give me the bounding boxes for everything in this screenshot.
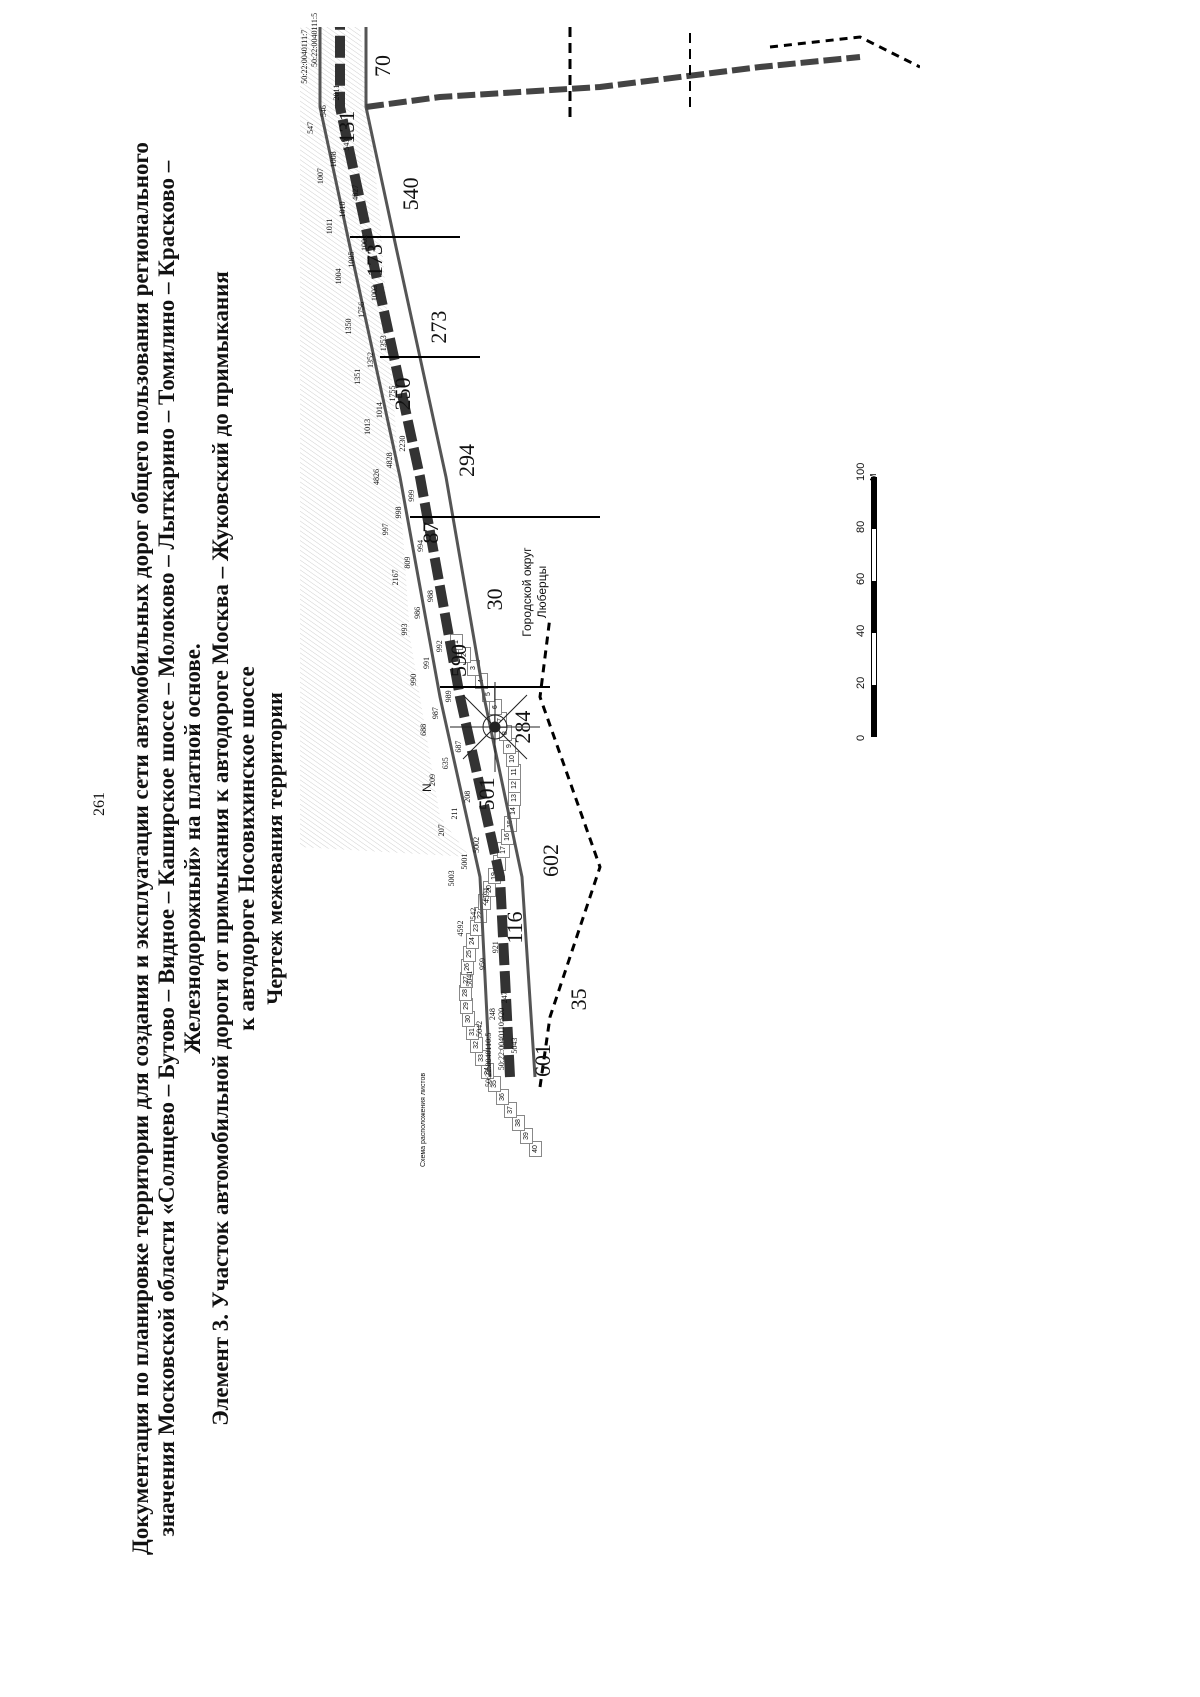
heading-line-3: Железнодорожный» на платной основе.: [180, 643, 205, 1054]
parcel-sub-number: 2167: [390, 569, 400, 586]
parcel-sub-number: 1008: [328, 151, 338, 168]
boundary-line: [538, 616, 602, 1088]
north-label: N: [420, 783, 434, 792]
parcel-number: 70: [370, 55, 395, 77]
parcel-sub-number: 4592: [455, 920, 465, 937]
parcel-sub-number: 1003: [369, 285, 379, 302]
scale-label: 40: [855, 624, 867, 637]
heading-line-4: Элемент 3. Участок автомобильной дороги …: [208, 271, 233, 1426]
parcel-sub-number: 1007: [315, 168, 325, 185]
parcel-sub-number: 998: [394, 506, 404, 519]
parcel-sub-number: 50:22:0040111:5: [310, 12, 319, 67]
parcel-sub-number: 50:22:0040111:7: [300, 29, 309, 84]
parcel-sub-number: 50:22:0040110:920: [496, 1007, 506, 1071]
heading-line-5: к автодороге Носовихинское шоссе: [234, 666, 259, 1031]
scale-bar-graphic: [871, 477, 877, 737]
parcel-sub-number: 993: [399, 623, 409, 636]
parcel-sub-number: 986: [412, 606, 422, 619]
scale-label: 0: [855, 734, 867, 741]
parcel-number: 35: [566, 988, 591, 1011]
parcel-sub-number: 4828: [384, 452, 394, 469]
parcel-sub-number: 1014: [375, 402, 385, 419]
parcel-sub-number: 4591: [481, 887, 491, 904]
parcel-number: 601: [530, 1044, 555, 1077]
parcel-sub-number: 990: [409, 673, 419, 686]
element-heading: Элемент 3. Участок автомобильной дороги …: [208, 0, 260, 1697]
hatched-area: [300, 27, 470, 857]
parcel-sub-number: 211: [450, 807, 460, 820]
parcel-number: 30: [482, 588, 507, 611]
survey-map: [300, 27, 920, 1088]
parcel-sub-number: 1352: [366, 351, 376, 368]
parcel-sub-number: 546: [319, 105, 329, 118]
parcel-sub-number: 542: [468, 907, 478, 920]
parcel-sub-number: 959: [478, 957, 488, 970]
boundary-line-2: [769, 35, 920, 69]
parcel-sub-number: 1756: [356, 301, 366, 318]
scale-label: 80: [855, 520, 867, 533]
parcel-sub-number: 1755: [388, 385, 398, 402]
parcel-sub-number: 999: [406, 489, 416, 502]
parcel-sub-number: 248: [487, 1008, 497, 1021]
parcel-sub-number: 921: [491, 941, 501, 954]
parcel-sub-number: 1004: [334, 268, 344, 285]
parcel-sub-number: 1011: [325, 218, 335, 235]
parcel-number: 294: [454, 444, 479, 477]
parcel-sub-number: 5002: [472, 836, 482, 853]
parcel-sub-number: 5043: [509, 1037, 519, 1054]
parcel-sub-number: 1350: [343, 318, 353, 335]
scale-label: 60: [855, 572, 867, 585]
compass-rose-icon: [450, 682, 540, 772]
branch-road: [365, 54, 861, 110]
parcel-sub-number: 5042: [474, 1020, 484, 1037]
road-corridor: [335, 27, 515, 1078]
parcel-sub-number: 1005: [347, 251, 357, 268]
parcel-number: 501: [474, 777, 499, 811]
parcel-sub-number: 988: [425, 590, 435, 603]
district-label: Городской округ Люберцы: [520, 547, 549, 637]
parcel-sub-number: 987: [431, 707, 441, 720]
parcel-sub-number: 207: [437, 824, 447, 837]
parcel-sub-number: 992: [435, 640, 445, 653]
parcel-sub-number: 543: [341, 138, 351, 151]
parcel-number: 116: [502, 911, 527, 944]
scale-label: 20: [855, 676, 867, 689]
parcel-sub-number: 247: [500, 991, 510, 1004]
heading-line-2: значения Московской области «Солнцево – …: [154, 160, 179, 1537]
parcel-sub-number: 1002: [360, 234, 370, 251]
drawing-title: Чертеж межевания территории: [262, 692, 287, 1005]
parcel-sub-number: 208: [463, 790, 473, 803]
parcel-sub-number: 547: [306, 121, 316, 134]
parcel-sub-number: 1010: [338, 201, 348, 218]
parcel-sub-number: 997: [381, 523, 391, 536]
parcel-sub-number: 4826: [371, 469, 381, 486]
parcel-sub-number: 1351: [353, 368, 363, 385]
document-heading: Документация по планировке территории дл…: [128, 0, 206, 1697]
parcel-sub-number: 1353: [378, 335, 388, 352]
parcel-sub-number: 1013: [362, 418, 372, 435]
parcel-number: 602: [538, 844, 563, 877]
parcel-number: 540: [398, 177, 423, 211]
parcel-sub-number: 4827: [350, 184, 360, 201]
parcel-sub-number: 994: [416, 539, 426, 552]
road-corridor-edge: [318, 27, 492, 1078]
parcel-sub-number: 50:22:0040110:5: [484, 1032, 493, 1087]
parcel-sub-number: 991: [422, 656, 432, 669]
parcel-sub-number: 2011: [332, 84, 342, 101]
parcel-sub-number: 5001: [459, 853, 469, 870]
parcel-number: 273: [426, 310, 451, 344]
parcel-sub-number: 688: [418, 723, 428, 736]
parcel-number: 590: [446, 644, 471, 677]
parcel-sub-number: 5041: [465, 970, 475, 987]
parcel-sub-number: 2230: [397, 435, 407, 452]
parcel-sub-number: 5003: [446, 870, 456, 887]
heading-line-1: Документация по планировке территории дл…: [128, 142, 153, 1555]
parcel-sub-number: 809: [403, 556, 413, 569]
